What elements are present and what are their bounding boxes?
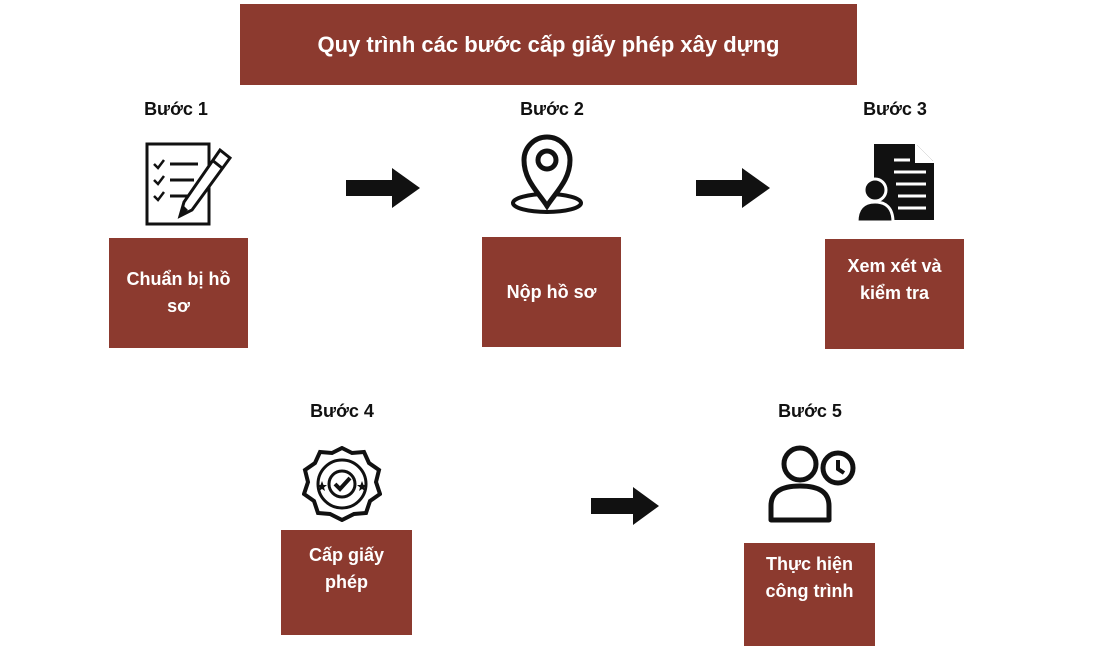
user-clock-icon [768,445,856,523]
step-3-box: Xem xét và kiểm tra [825,239,964,349]
location-pin-icon [511,134,583,214]
step-4-label: Bước 4 [310,401,374,421]
diagram-title: Quy trình các bước cấp giấy phép xây dựn… [240,4,857,85]
step-2-label: Bước 2 [520,99,584,119]
arrow-right-icon [346,168,420,208]
step-1-box: Chuẩn bị hồ sơ [109,238,248,348]
step-4-box: Cấp giấy phép [281,530,412,635]
certified-badge-icon [302,446,382,522]
checklist-pen-icon [145,142,232,226]
step-2-box: Nộp hồ sơ [482,237,621,347]
document-person-icon [856,144,934,224]
step-3-label: Bước 3 [863,99,927,119]
step-5-label: Bước 5 [778,401,842,421]
arrow-right-icon [591,487,659,525]
step-5-box: Thực hiện công trình [744,543,875,646]
arrow-right-icon [696,168,770,208]
step-1-label: Bước 1 [144,99,208,119]
